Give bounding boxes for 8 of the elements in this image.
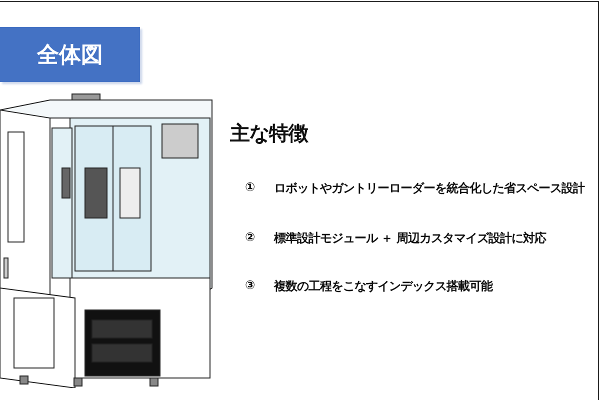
feature-text: 標準設計モジュール ＋ 周辺カスタマイズ設計に対応: [274, 230, 546, 247]
feature-text: 複数の工程をこなすインデックス搭載可能: [274, 278, 492, 295]
heading: 主な特徴: [230, 120, 308, 147]
feature-text: ロボットやガントリーローダーを統合化した省スペース設計: [274, 180, 584, 197]
item-marker: ③: [245, 278, 255, 292]
item-marker: ①: [245, 180, 255, 194]
item-marker: ②: [245, 230, 255, 244]
title-banner: 全体図: [0, 27, 140, 82]
